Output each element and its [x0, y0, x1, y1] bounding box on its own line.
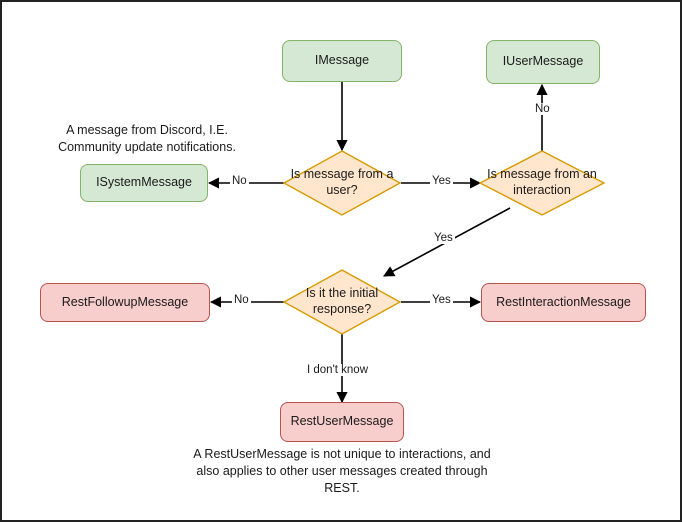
- node-decision-user[interactable]: Is message from a user?: [283, 150, 401, 216]
- note-rest-user-message: A RestUserMessage is not unique to inter…: [193, 447, 491, 495]
- edge-label-user-yes: Yes: [430, 175, 453, 187]
- node-restinteractionmessage[interactable]: RestInteractionMessage: [481, 283, 646, 322]
- node-imessage-label: IMessage: [314, 53, 370, 68]
- node-restfollowupmessage[interactable]: RestFollowupMessage: [40, 283, 210, 322]
- edge-label-initial-yes: Yes: [430, 294, 453, 306]
- node-decision-interaction[interactable]: Is message from an interaction: [479, 150, 605, 216]
- edge-label-interaction-yes: Yes: [432, 232, 455, 244]
- edge-label-interaction-no: No: [533, 103, 552, 115]
- node-decision-initial-label: Is it the initial response?: [305, 286, 379, 316]
- edge-label-initial-no: No: [232, 294, 251, 306]
- decision-user-shape: [283, 150, 401, 216]
- node-decision-user-label: Is message from a user?: [290, 167, 394, 197]
- note-system-message: A message from Discord, I.E. Community u…: [58, 123, 236, 154]
- decision-initial-shape: [283, 269, 401, 335]
- node-isystemmessage[interactable]: ISystemMessage: [80, 164, 208, 202]
- node-iusermessage[interactable]: IUserMessage: [486, 40, 600, 84]
- node-decision-initial[interactable]: Is it the initial response?: [283, 269, 401, 335]
- edge-label-initial-unknown: I don't know: [305, 364, 371, 376]
- edge-label-user-no: No: [230, 175, 249, 187]
- node-iusermessage-label: IUserMessage: [502, 54, 584, 69]
- node-restinteractionmessage-label: RestInteractionMessage: [496, 294, 631, 309]
- node-isystemmessage-label: ISystemMessage: [96, 175, 192, 190]
- node-restusermessage[interactable]: RestUserMessage: [280, 402, 404, 442]
- node-decision-interaction-label: Is message from an interaction: [487, 167, 597, 197]
- node-imessage[interactable]: IMessage: [282, 40, 402, 82]
- node-restfollowupmessage-label: RestFollowupMessage: [61, 294, 189, 309]
- decision-interaction-shape: [479, 150, 605, 216]
- node-restusermessage-label: RestUserMessage: [290, 414, 394, 429]
